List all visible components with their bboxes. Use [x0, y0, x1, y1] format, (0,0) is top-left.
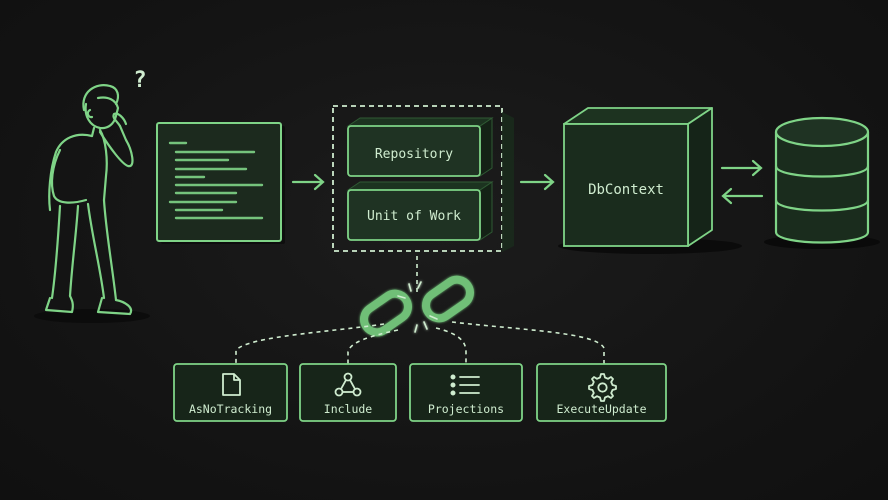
dbcontext-label: DbContext	[588, 182, 664, 198]
arrow-right-icon	[519, 173, 555, 191]
database-icon	[764, 116, 880, 249]
broken-chain-icon	[359, 275, 475, 337]
code-editor-panel	[156, 122, 285, 244]
feature-connectors	[235, 321, 605, 364]
feature-label: Projections	[428, 402, 504, 416]
feature-label: Include	[324, 402, 373, 416]
graph-nodes-icon	[334, 372, 362, 397]
list-icon	[450, 374, 480, 396]
feature-include-button[interactable]: Include	[299, 363, 397, 422]
unit-of-work-label: Unit of Work	[367, 209, 461, 224]
feature-executeupdate-button[interactable]: ExecuteUpdate	[536, 363, 667, 422]
gear-icon	[588, 373, 617, 402]
document-icon	[222, 373, 241, 396]
question-mark: ?	[133, 68, 146, 93]
feature-asnotracking-button[interactable]: AsNoTracking	[173, 363, 288, 422]
abstraction-layer-group	[332, 105, 514, 252]
feature-label: AsNoTracking	[189, 402, 272, 416]
feature-label: ExecuteUpdate	[556, 402, 646, 416]
repository-label: Repository	[375, 147, 453, 162]
thinking-person-icon	[34, 84, 150, 323]
dbcontext-cube	[558, 107, 742, 254]
bidirectional-arrows-icon	[720, 159, 764, 205]
arrow-right-icon	[291, 173, 325, 191]
feature-projections-button[interactable]: Projections	[409, 363, 523, 422]
